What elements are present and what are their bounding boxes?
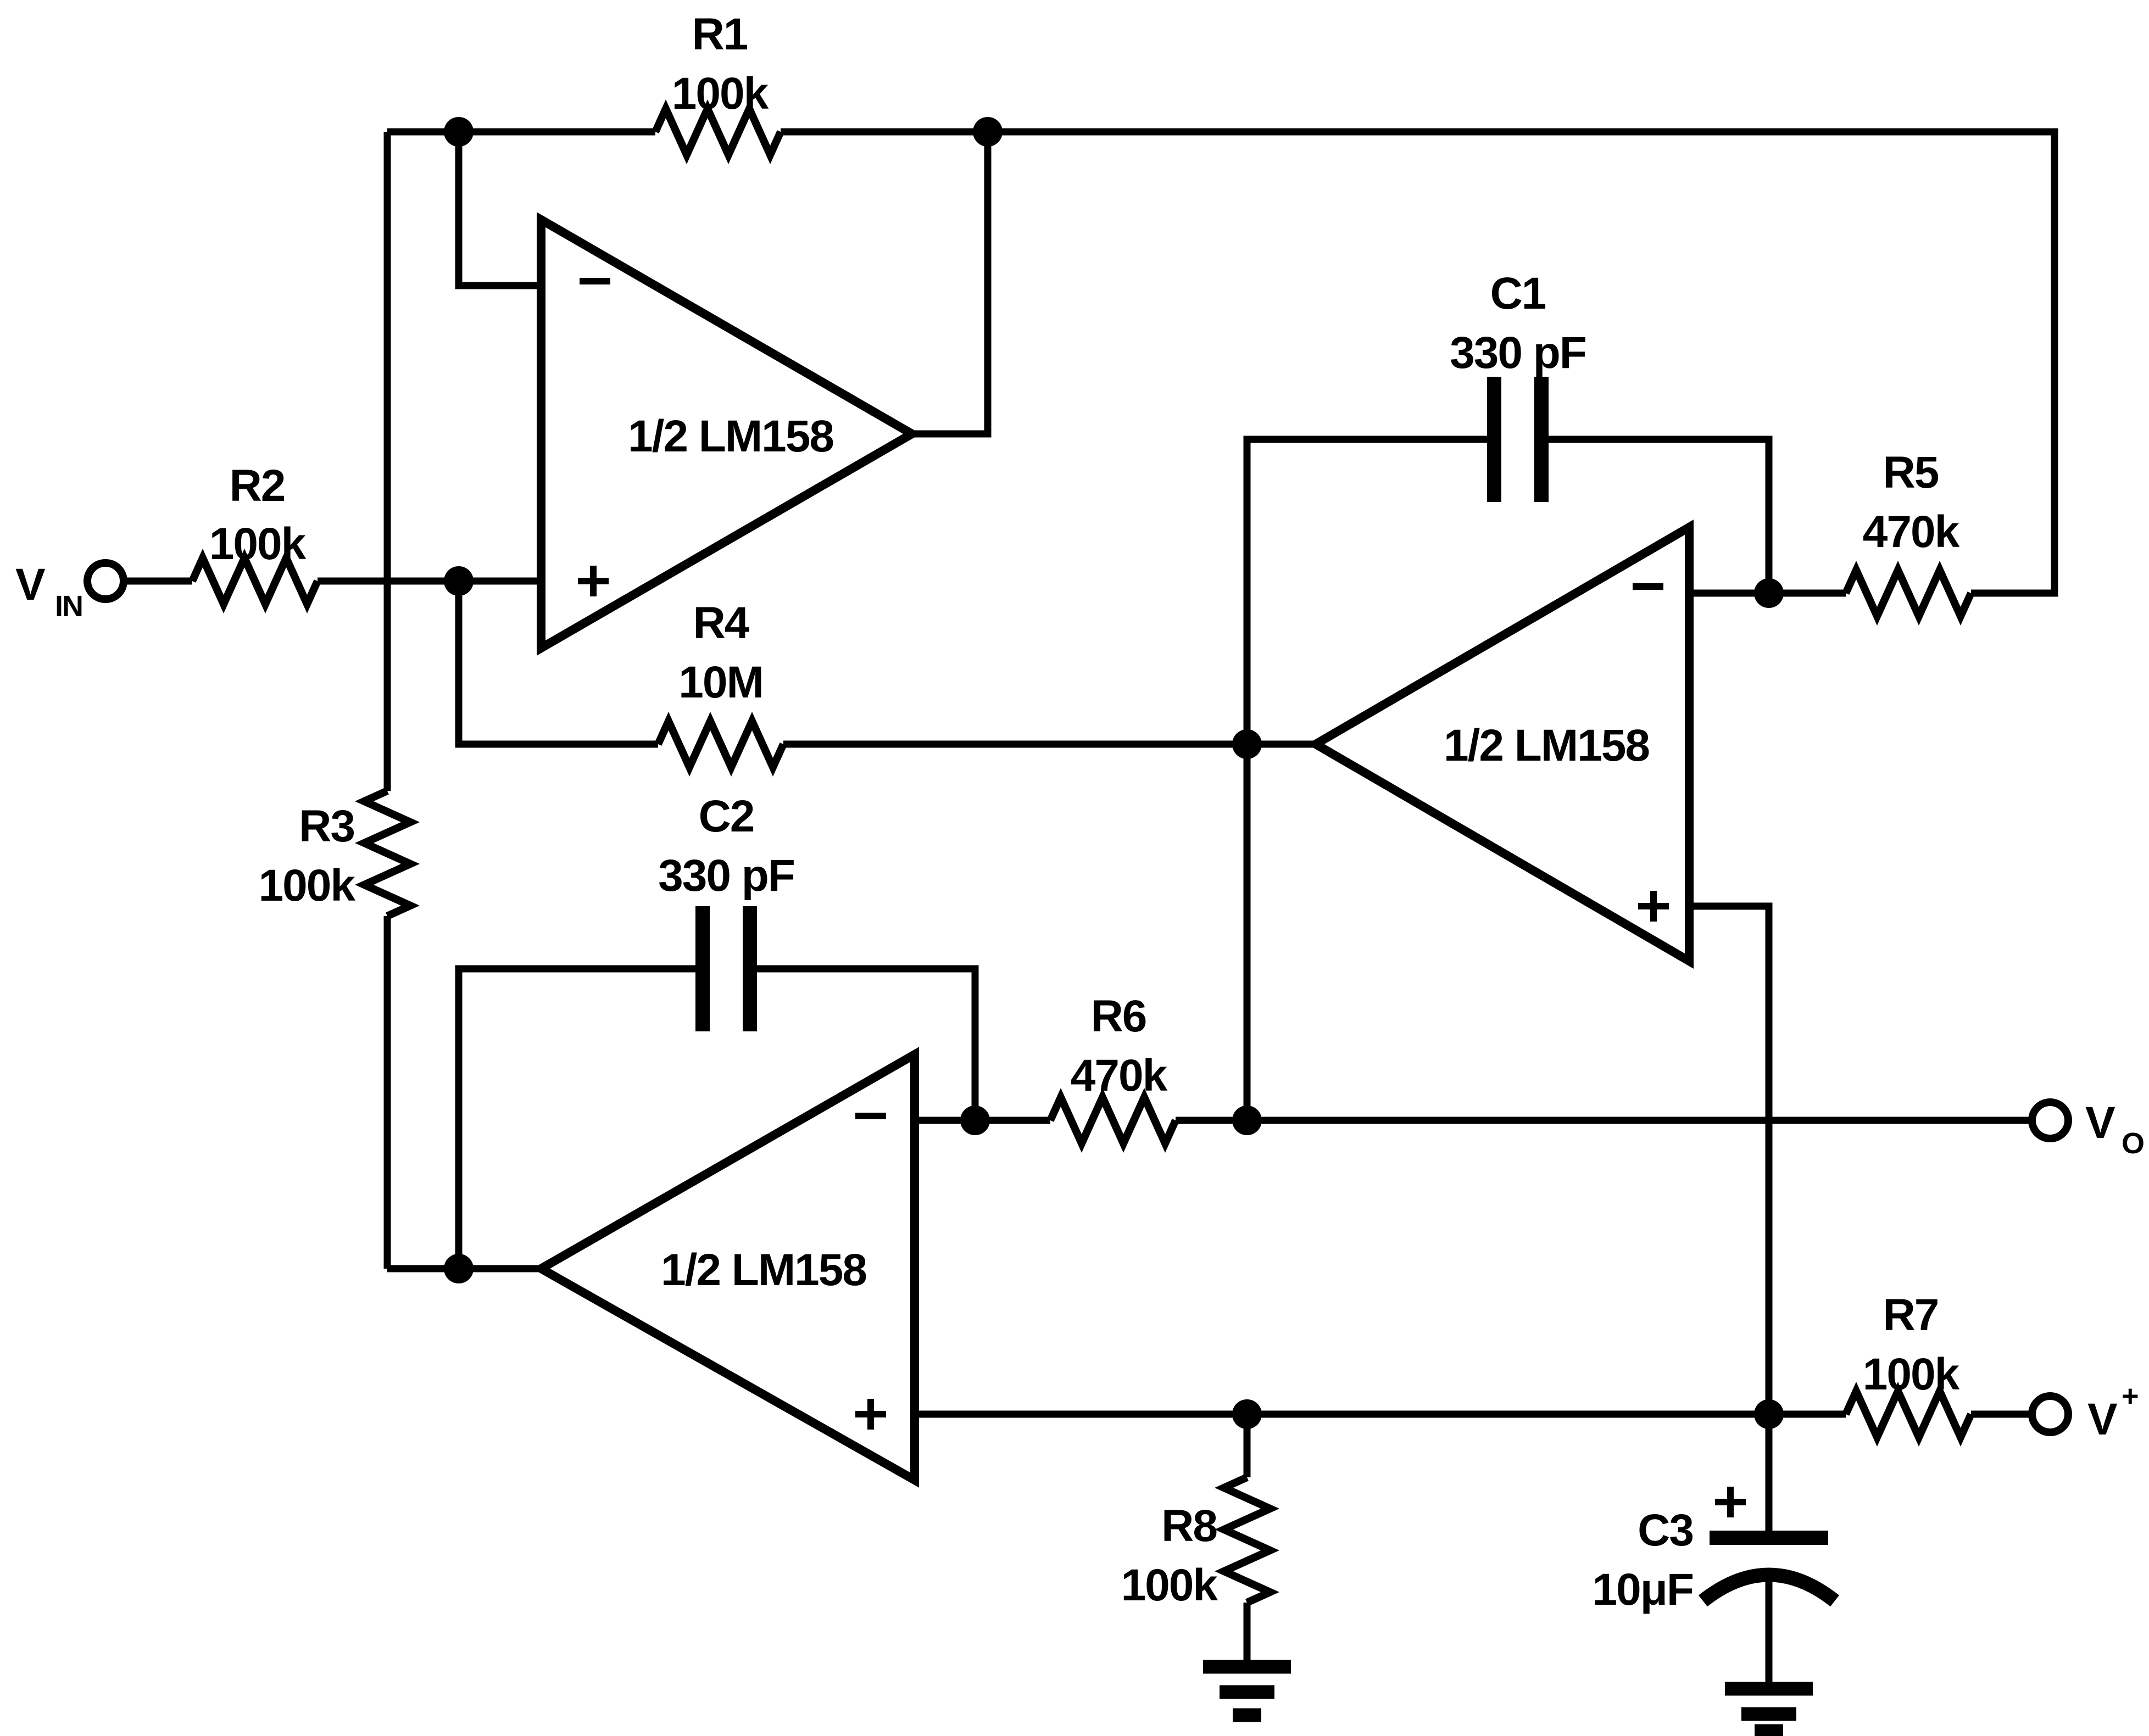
junction-dot [960,1106,990,1135]
opamp2-plus-icon [1638,891,1669,922]
c2-left-lead [455,965,703,1269]
opamp3-plus-icon [855,1399,886,1430]
label-R7-ref: R7 [1883,1290,1939,1340]
label-C1-ref: C1 [1490,269,1546,319]
label-R6-value: 470k [1071,1051,1168,1101]
ground-symbol-r8 [1203,1660,1291,1722]
resistor-R3-zigzag [355,787,420,920]
label-R3-value: 100k [259,861,356,911]
label-opamp1: 1/2 LM158 [628,411,833,461]
opamp1-plus-icon [578,566,609,596]
vout-terminal [2028,1098,2072,1142]
opamp3-triangle [532,1047,919,1488]
junction-dot [1754,578,1784,608]
c3-polarity-plus-icon [1715,1487,1746,1517]
resistor-R5-zigzag [1842,561,1975,626]
opamp1-output-wire [912,132,992,438]
junction-dot [1232,1399,1262,1429]
capacitor-C2-plates [695,906,757,1031]
label-C3-value: 10μF [1593,1565,1693,1615]
label-R1-value: 100k [672,69,769,119]
label-R3-ref: R3 [299,801,354,851]
label-R5-ref: R5 [1883,448,1939,498]
junction-dot [444,117,474,147]
junction-dot [973,117,1003,147]
c1-left-lead [1243,436,1494,744]
c2-right-lead [750,965,979,1120]
label-R1-ref: R1 [692,9,748,59]
vplus-terminal [2028,1392,2072,1436]
label-opamp3: 1/2 LM158 [661,1245,866,1295]
opamp2-noninverting-input-wire [1689,902,1773,1414]
junction-dot [1232,729,1262,759]
label-R6-ref: R6 [1091,991,1146,1041]
label-C2-ref: C2 [699,791,754,841]
label-vplus: V+ [2087,1380,2138,1444]
junction-dot [1232,1106,1262,1135]
opamp1-inverting-input-wire [455,132,541,289]
resistor-R8-zigzag [1215,1473,1279,1606]
junction-dot [444,1254,474,1283]
c1-right-lead [1541,436,1773,593]
capacitor-C1-plates [1487,377,1549,502]
label-R2-value: 100k [209,519,307,569]
label-opamp2: 1/2 LM158 [1444,721,1649,771]
capacitor-C3-curved-plate [1698,1567,1840,1607]
label-R4-value: 10M [678,657,763,707]
top-feedback-wire [387,128,2058,597]
r4-wire [455,581,1316,748]
label-C1-value: 330 pF [1450,328,1586,378]
label-R2-ref: R2 [230,461,285,511]
label-C3-ref: C3 [1638,1505,1693,1555]
label-R8-value: 100k [1121,1560,1218,1610]
junction-dot [1754,1399,1784,1429]
ground-symbol-c3 [1725,1682,1813,1736]
resistor-R2-zigzag [188,549,321,613]
opamp2-triangle [1307,520,1694,969]
resistor-R7-zigzag [1842,1382,1975,1447]
junction-dot [444,566,474,596]
resistor-R6-zigzag [1046,1088,1179,1153]
label-R5-value: 470k [1863,507,1960,557]
opamp1-triangle [537,212,921,656]
label-R7-value: 100k [1863,1349,1960,1399]
label-R8-ref: R8 [1161,1501,1217,1551]
label-C2-value: 330 pF [658,851,794,901]
label-R4-ref: R4 [693,598,750,648]
vin-terminal [83,559,127,603]
resistor-R1-zigzag [652,99,784,164]
resistor-R4-zigzag [654,712,787,777]
